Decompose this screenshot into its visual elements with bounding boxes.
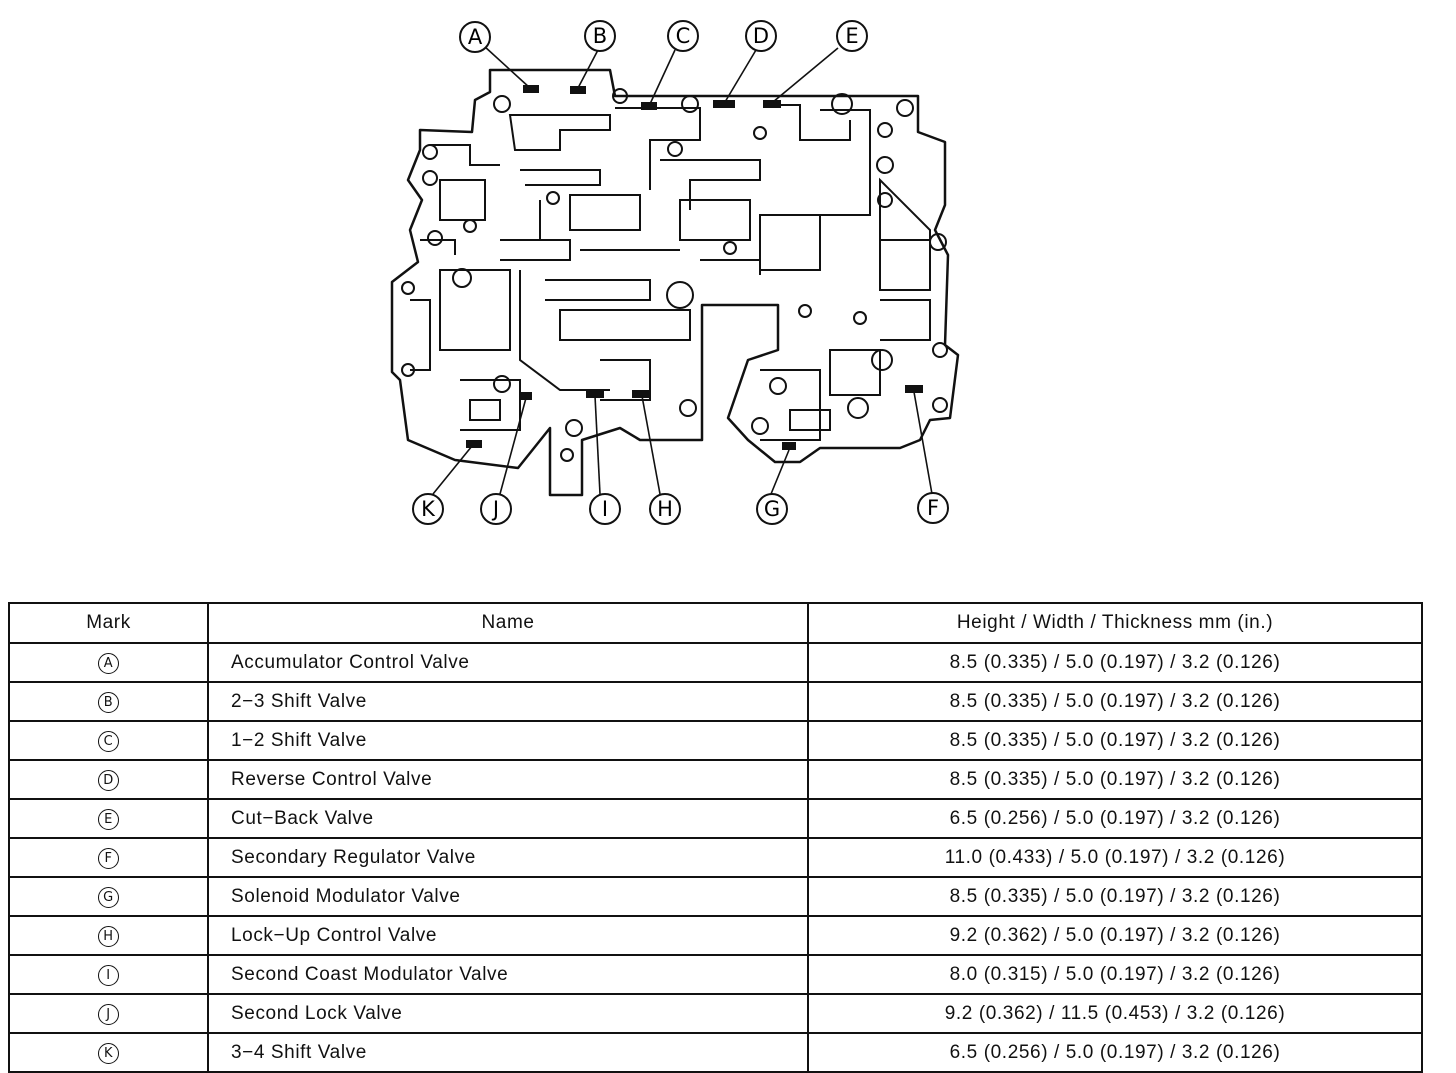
svg-text:A: A bbox=[468, 25, 483, 49]
table-row: J Second Lock Valve 9.2 (0.362) / 11.5 (… bbox=[8, 993, 1423, 1034]
dimensions-cell: 11.0 (0.433) / 5.0 (0.197) / 3.2 (0.126) bbox=[807, 837, 1423, 878]
mark-cell: G bbox=[8, 876, 209, 917]
header-name: Name bbox=[207, 602, 809, 644]
mark-badge: J bbox=[98, 1004, 119, 1025]
mark-cell: D bbox=[8, 759, 209, 800]
table-row: A Accumulator Control Valve 8.5 (0.335) … bbox=[8, 642, 1423, 683]
callout-c: C bbox=[667, 20, 699, 52]
valve-name-cell: Second Coast Modulator Valve bbox=[207, 954, 809, 995]
svg-text:C: C bbox=[676, 24, 691, 48]
table-row: I Second Coast Modulator Valve 8.0 (0.31… bbox=[8, 954, 1423, 995]
dimensions-cell: 6.5 (0.256) / 5.0 (0.197) / 3.2 (0.126) bbox=[807, 798, 1423, 839]
mark-cell: A bbox=[8, 642, 209, 683]
svg-text:H: H bbox=[657, 497, 673, 521]
valve-body-diagram: A B C D E F G H I J K bbox=[390, 20, 960, 525]
valve-name-cell: 1−2 Shift Valve bbox=[207, 720, 809, 761]
mark-badge: H bbox=[98, 926, 119, 947]
mark-badge: K bbox=[98, 1043, 119, 1064]
callout-b: B bbox=[584, 20, 616, 52]
dimensions-cell: 9.2 (0.362) / 11.5 (0.453) / 3.2 (0.126) bbox=[807, 993, 1423, 1034]
mark-badge: C bbox=[98, 731, 119, 752]
mark-badge: G bbox=[98, 887, 119, 908]
valve-name-cell: Cut−Back Valve bbox=[207, 798, 809, 839]
header-mark: Mark bbox=[8, 602, 209, 644]
mark-cell: E bbox=[8, 798, 209, 839]
callout-e: E bbox=[836, 20, 868, 52]
callout-labels: A B C D E F G H I J K bbox=[412, 20, 949, 525]
table-row: B 2−3 Shift Valve 8.5 (0.335) / 5.0 (0.1… bbox=[8, 681, 1423, 722]
callout-h: H bbox=[649, 493, 681, 525]
mark-badge: F bbox=[98, 848, 119, 869]
table-row: C 1−2 Shift Valve 8.5 (0.335) / 5.0 (0.1… bbox=[8, 720, 1423, 761]
valve-name-cell: Lock−Up Control Valve bbox=[207, 915, 809, 956]
valve-name-cell: Accumulator Control Valve bbox=[207, 642, 809, 683]
valve-name-cell: 3−4 Shift Valve bbox=[207, 1032, 809, 1073]
svg-text:E: E bbox=[845, 24, 858, 48]
mark-cell: H bbox=[8, 915, 209, 956]
dimensions-cell: 8.5 (0.335) / 5.0 (0.197) / 3.2 (0.126) bbox=[807, 759, 1423, 800]
svg-text:D: D bbox=[753, 24, 769, 48]
callout-f: F bbox=[917, 492, 949, 524]
callout-i: I bbox=[589, 493, 621, 525]
callout-leader-lines bbox=[432, 45, 933, 495]
table-row: G Solenoid Modulator Valve 8.5 (0.335) /… bbox=[8, 876, 1423, 917]
mark-badge: I bbox=[98, 965, 119, 986]
mark-cell: C bbox=[8, 720, 209, 761]
valve-name-cell: Second Lock Valve bbox=[207, 993, 809, 1034]
valve-spec-table: Mark Name Height / Width / Thickness mm … bbox=[8, 602, 1423, 1073]
valve-body-bolt-holes bbox=[401, 88, 948, 462]
svg-text:I: I bbox=[602, 497, 608, 521]
dimensions-cell: 9.2 (0.362) / 5.0 (0.197) / 3.2 (0.126) bbox=[807, 915, 1423, 956]
mark-badge: D bbox=[98, 770, 119, 791]
mark-badge: A bbox=[98, 653, 119, 674]
svg-text:K: K bbox=[421, 497, 436, 521]
valve-name-cell: Solenoid Modulator Valve bbox=[207, 876, 809, 917]
table-row: F Secondary Regulator Valve 11.0 (0.433)… bbox=[8, 837, 1423, 878]
header-dimensions: Height / Width / Thickness mm (in.) bbox=[807, 602, 1423, 644]
check-ball-markers bbox=[466, 85, 923, 450]
mark-cell: K bbox=[8, 1032, 209, 1073]
table-row: K 3−4 Shift Valve 6.5 (0.256) / 5.0 (0.1… bbox=[8, 1032, 1423, 1073]
callout-a: A bbox=[459, 21, 491, 53]
svg-text:B: B bbox=[593, 24, 607, 48]
table-header-row: Mark Name Height / Width / Thickness mm … bbox=[8, 602, 1423, 644]
svg-text:F: F bbox=[927, 496, 939, 520]
mark-cell: B bbox=[8, 681, 209, 722]
callout-j: J bbox=[480, 493, 512, 525]
valve-name-cell: 2−3 Shift Valve bbox=[207, 681, 809, 722]
dimensions-cell: 8.5 (0.335) / 5.0 (0.197) / 3.2 (0.126) bbox=[807, 642, 1423, 683]
valve-body-internal-passages bbox=[410, 104, 931, 441]
callout-g: G bbox=[756, 493, 788, 525]
callout-d: D bbox=[745, 20, 777, 52]
dimensions-cell: 8.5 (0.335) / 5.0 (0.197) / 3.2 (0.126) bbox=[807, 720, 1423, 761]
mark-badge: B bbox=[98, 692, 119, 713]
valve-name-cell: Reverse Control Valve bbox=[207, 759, 809, 800]
mark-cell: J bbox=[8, 993, 209, 1034]
dimensions-cell: 8.5 (0.335) / 5.0 (0.197) / 3.2 (0.126) bbox=[807, 681, 1423, 722]
callout-k: K bbox=[412, 493, 444, 525]
valve-name-cell: Secondary Regulator Valve bbox=[207, 837, 809, 878]
mark-badge: E bbox=[98, 809, 119, 830]
table-row: D Reverse Control Valve 8.5 (0.335) / 5.… bbox=[8, 759, 1423, 800]
mark-cell: I bbox=[8, 954, 209, 995]
dimensions-cell: 6.5 (0.256) / 5.0 (0.197) / 3.2 (0.126) bbox=[807, 1032, 1423, 1073]
mark-cell: F bbox=[8, 837, 209, 878]
dimensions-cell: 8.0 (0.315) / 5.0 (0.197) / 3.2 (0.126) bbox=[807, 954, 1423, 995]
table-row: E Cut−Back Valve 6.5 (0.256) / 5.0 (0.19… bbox=[8, 798, 1423, 839]
svg-text:J: J bbox=[491, 497, 499, 521]
svg-text:G: G bbox=[764, 497, 780, 521]
table-row: H Lock−Up Control Valve 9.2 (0.362) / 5.… bbox=[8, 915, 1423, 956]
dimensions-cell: 8.5 (0.335) / 5.0 (0.197) / 3.2 (0.126) bbox=[807, 876, 1423, 917]
